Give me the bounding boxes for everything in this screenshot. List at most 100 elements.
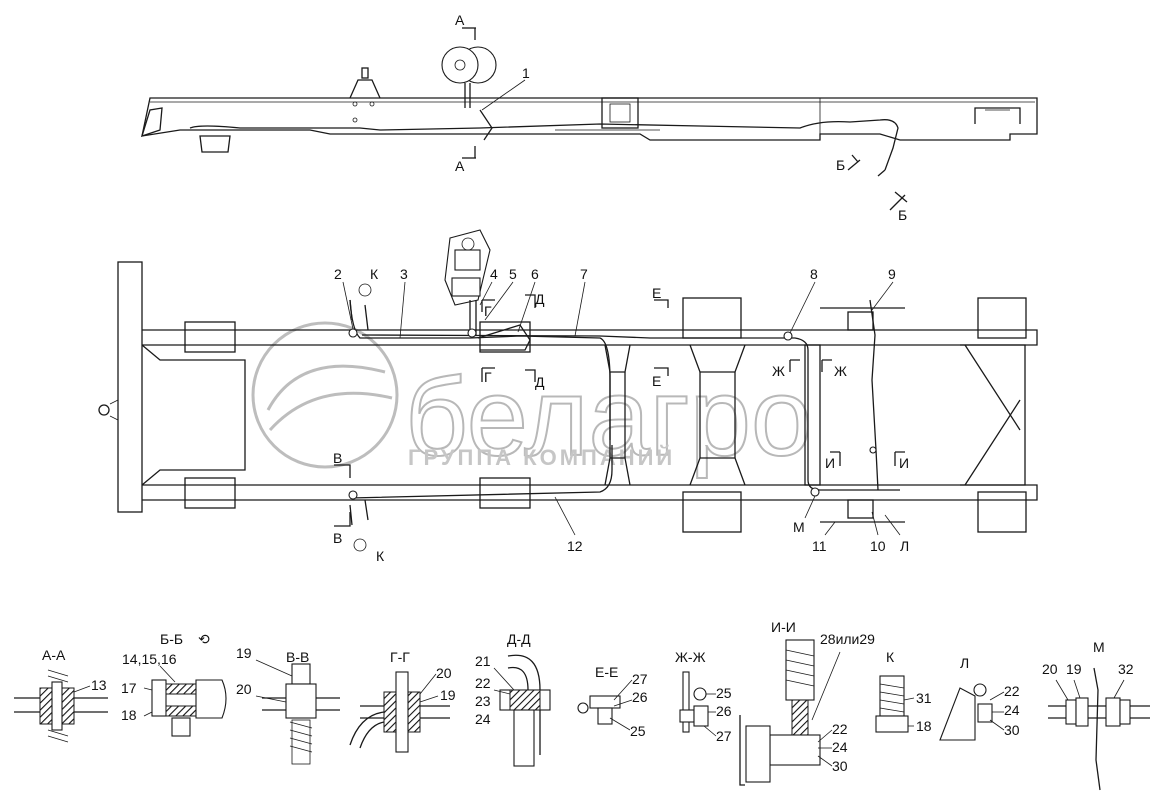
detail-i-i-title: И-И <box>771 619 796 635</box>
section-b-upper: Б <box>836 157 845 173</box>
detail-a-a-label-13: 13 <box>91 677 107 693</box>
detail-i-i-label-24: 24 <box>832 739 848 755</box>
detail-zh-zh-label-26: 26 <box>716 703 732 719</box>
detail-b-b-title: Б-Б <box>160 631 183 647</box>
section-k-top: К <box>370 266 379 282</box>
detail-i-i: И-И 28или29 22 24 30 <box>739 619 875 786</box>
callout-7: 7 <box>580 266 588 282</box>
callout-2: 2 <box>334 266 342 282</box>
callout-11: 11 <box>812 538 827 554</box>
side-view-frame-rail <box>141 97 1038 141</box>
detail-k-label-31: 31 <box>916 690 932 706</box>
left-rail <box>142 329 1038 346</box>
callout-8: 8 <box>810 266 818 282</box>
detail-k-label-18: 18 <box>916 718 932 734</box>
detail-a-a: А-А 13 <box>14 647 108 743</box>
section-b-lower: Б <box>898 207 907 223</box>
detail-zh-zh-label-25: 25 <box>716 685 732 701</box>
detail-e-e-label-27: 27 <box>632 671 648 687</box>
detail-v-v: В-В 19 20 <box>236 645 340 765</box>
detail-l-title: Л <box>960 655 969 671</box>
detail-e-e: Е-Е 27 26 25 <box>577 664 648 739</box>
detail-l-label-22: 22 <box>1004 683 1020 699</box>
detail-zh-zh-label-27: 27 <box>716 728 732 744</box>
callout-5: 5 <box>509 266 517 282</box>
detail-m: М 20 19 32 <box>1042 639 1150 791</box>
plan-brake-line-right <box>349 445 613 499</box>
detail-v-v-label-20: 20 <box>236 681 252 697</box>
side-view: 1 А А Б Б <box>141 12 1038 223</box>
section-e-top: Е <box>652 285 661 301</box>
callout-3: 3 <box>400 266 408 282</box>
detail-i-i-label-30: 30 <box>832 758 848 774</box>
callout-1: 1 <box>522 65 530 81</box>
detail-d-d: Д-Д 21 22 23 24 <box>475 631 551 767</box>
detail-g-g-title: Г-Г <box>390 649 410 665</box>
right-rail <box>142 484 1038 501</box>
section-e-bottom: Е <box>652 373 661 389</box>
section-d-bottom: Д <box>535 374 545 390</box>
detail-m-label-32: 32 <box>1118 661 1134 677</box>
detail-g-g-label-20: 20 <box>436 665 452 681</box>
detail-g-g-label-19: 19 <box>440 687 456 703</box>
detail-l-label-30: 30 <box>1004 722 1020 738</box>
section-zh-right: Ж <box>834 363 847 379</box>
section-g-top: Г <box>484 303 492 319</box>
callout-9: 9 <box>888 266 896 282</box>
detail-g-g: Г-Г 20 19 <box>349 649 456 753</box>
detail-l: Л 22 24 30 <box>939 655 1020 741</box>
hose-reel <box>441 46 497 108</box>
detail-d-d-title: Д-Д <box>507 631 531 647</box>
detail-v-v-title: В-В <box>286 649 309 665</box>
callout-4: 4 <box>490 266 498 282</box>
detail-b-b: Б-Б ⟲ 14,15,16 17 18 <box>121 631 227 737</box>
detail-k: К 31 18 <box>875 649 932 734</box>
detail-b-b-rotate-icon: ⟲ <box>198 631 210 647</box>
detail-b-b-label-18: 18 <box>121 707 137 723</box>
detail-zh-zh: Ж-Ж 25 26 27 <box>675 649 732 744</box>
detail-i-i-label-22: 22 <box>832 721 848 737</box>
detail-i-i-label-28-29: 28или29 <box>820 631 875 647</box>
detail-a-a-title: А-А <box>42 647 66 663</box>
detail-v-v-label-19: 19 <box>236 645 252 661</box>
detail-m-title: М <box>1093 639 1105 655</box>
brake-valve-assembly <box>444 229 491 335</box>
detail-d-d-label-24: 24 <box>475 711 491 727</box>
plan-view: 2 3 4 5 6 7 8 9 10 11 12 К К В В Г Г Д <box>98 229 1038 564</box>
section-a-bottom: А <box>455 158 465 174</box>
section-d-top: Д <box>535 291 545 307</box>
side-view-brake-line <box>189 119 899 171</box>
cross-member-1 <box>604 344 631 373</box>
callout-12: 12 <box>567 538 583 554</box>
detail-e-e-label-26: 26 <box>632 689 648 705</box>
section-k-bottom: К <box>376 548 385 564</box>
detail-k-title: К <box>886 649 895 665</box>
detail-zh-zh-title: Ж-Ж <box>675 649 706 665</box>
section-a-top: А <box>455 12 465 28</box>
section-g-bottom: Г <box>484 369 492 385</box>
front-bumper <box>117 261 143 513</box>
detail-l-label-24: 24 <box>1004 702 1020 718</box>
watermark-brand: белагро <box>405 356 812 479</box>
detail-m-label-20: 20 <box>1042 661 1058 677</box>
callout-10: 10 <box>870 538 886 554</box>
detail-b-b-label-17: 17 <box>121 680 137 696</box>
detail-m-label-19: 19 <box>1066 661 1082 677</box>
detail-b-b-label-14-15-16: 14,15,16 <box>122 651 177 667</box>
section-m: М <box>793 519 805 535</box>
section-l: Л <box>900 538 909 554</box>
watermark-tagline: ГРУППА КОМПАНИЙ <box>408 445 675 470</box>
watermark-logo-circle <box>251 321 399 469</box>
section-zh-left: Ж <box>772 363 785 379</box>
section-i-left: И <box>825 455 835 471</box>
detail-e-e-label-25: 25 <box>630 723 646 739</box>
detail-e-e-title: Е-Е <box>595 664 618 680</box>
detail-d-d-label-21: 21 <box>475 653 491 669</box>
leader-1 <box>481 79 526 111</box>
detail-d-d-label-22: 22 <box>475 675 491 691</box>
section-i-right: И <box>899 455 909 471</box>
callout-6: 6 <box>531 266 539 282</box>
section-v-bottom: В <box>333 530 342 546</box>
cross-member-2 <box>689 344 746 373</box>
